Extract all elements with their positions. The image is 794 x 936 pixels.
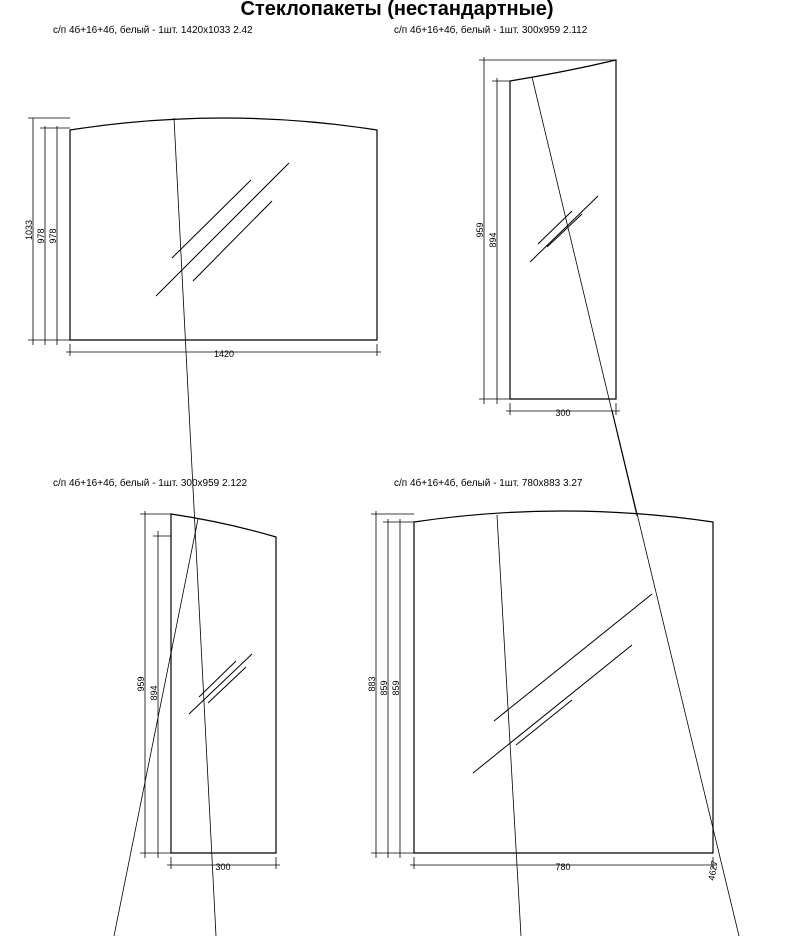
panel-2	[479, 57, 620, 415]
panel-3-caption: с/п 4б+16+4б, белый - 1шт. 300х959 2.122	[53, 478, 248, 489]
panel-3-height-label: 894	[149, 685, 159, 700]
panel-4-height-label: 883	[367, 676, 377, 691]
panel-2-height-label: 894	[488, 232, 498, 247]
panel-1-glare-line	[155, 162, 290, 297]
panel-4-height-label: 859	[379, 680, 389, 695]
panel-1-caption: с/п 4б+16+4б, белый - 1шт. 1420х1033 2.4…	[53, 25, 253, 36]
leader-line	[531, 76, 638, 517]
page-title: Стеклопакеты (нестандартные)	[240, 0, 554, 20]
panel-3-outline	[170, 513, 277, 854]
panel-1-outline	[69, 117, 378, 341]
leader-line	[611, 409, 740, 936]
panel-1-height-label: 978	[36, 228, 46, 243]
panel-2-caption: с/п 4б+16+4б, белый - 1шт. 300х959 2.112	[394, 25, 588, 36]
panel-1-glare-line	[171, 179, 252, 259]
panel-2-glare-line	[546, 213, 583, 248]
panel-3-height-label: 959	[136, 676, 146, 691]
panel-4-height-label: 859	[391, 680, 401, 695]
leader-line	[173, 117, 217, 936]
panel-1-glare-line	[192, 200, 273, 282]
panel-3-glare-line	[207, 666, 247, 704]
panel-4-glare-line	[515, 699, 573, 746]
leader-line	[113, 518, 199, 936]
panel-1-width-label: 1420	[214, 349, 234, 359]
panel-2-glare-line	[537, 210, 573, 245]
panel-4-caption: с/п 4б+16+4б, белый - 1шт. 780х883 3.27	[394, 478, 583, 489]
panel-2-width-label: 300	[555, 408, 570, 418]
panel-4-width-label: 780	[555, 862, 570, 872]
panel-4-corner-label: 4627	[706, 860, 719, 881]
panel-1-height-label: 1033	[24, 220, 34, 240]
panel-3-width-label: 300	[215, 862, 230, 872]
panel-3	[140, 511, 280, 869]
panel-4	[371, 510, 717, 869]
panel-1-height-label: 978	[48, 228, 58, 243]
panel-2-glare-line	[529, 195, 599, 263]
panel-3-glare-line	[198, 660, 237, 698]
panel-1	[28, 117, 381, 356]
panel-4-glare-line	[472, 644, 633, 774]
leader-line	[496, 514, 522, 936]
panel-4-glare-line	[493, 593, 653, 722]
leader-lines	[113, 76, 740, 936]
panel-3-glare-line	[188, 653, 253, 715]
panel-4-outline	[413, 510, 714, 854]
panel-2-height-label: 959	[475, 222, 485, 237]
